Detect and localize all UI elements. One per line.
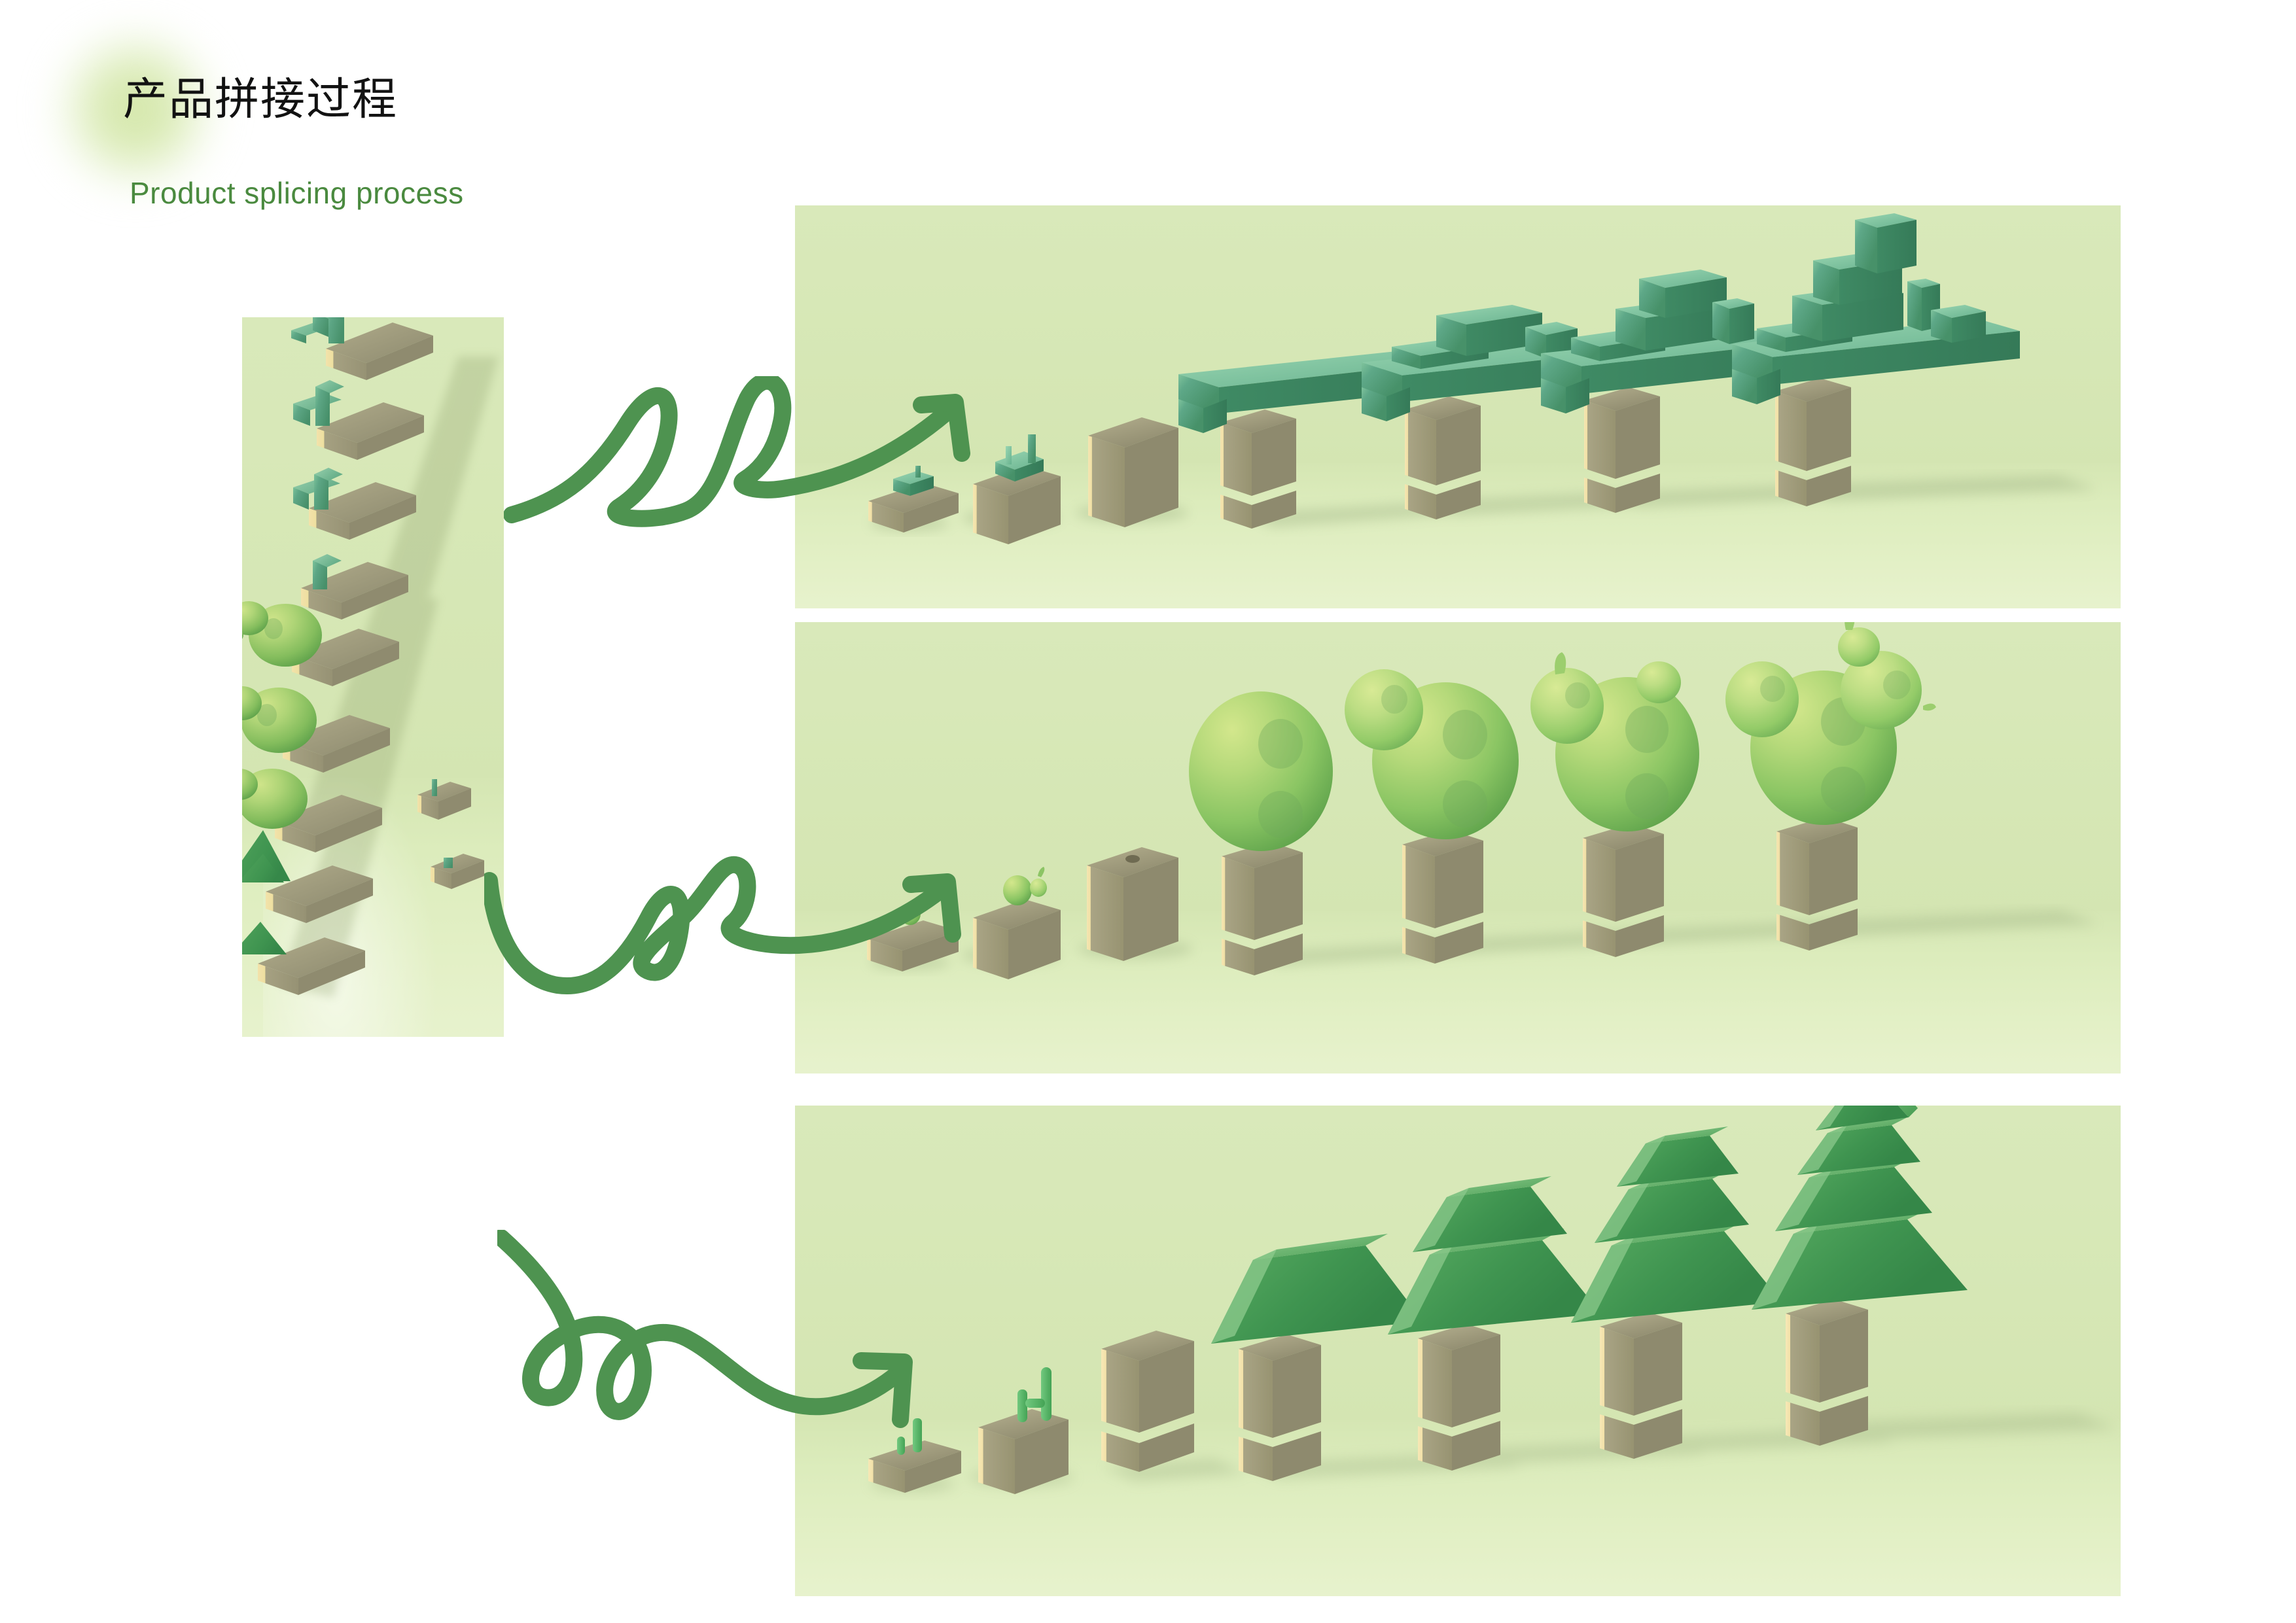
cone-step-4 bbox=[1211, 1234, 1423, 1481]
cone-step-3 bbox=[1101, 1331, 1194, 1472]
decorative-green-blob bbox=[47, 21, 224, 198]
cone-step-5 bbox=[1388, 1176, 1601, 1471]
pixel-step-3 bbox=[1088, 417, 1178, 527]
page-title: 产品拼接过程 bbox=[123, 75, 398, 124]
round-tree-sequence-panel bbox=[795, 622, 2121, 1073]
overview-models-illustration bbox=[242, 317, 499, 998]
conifer-tree-steps-illustration bbox=[868, 1106, 2117, 1494]
conifer-tree-sequence-panel bbox=[795, 1106, 2121, 1596]
pixel-step-4 bbox=[1178, 351, 1443, 529]
pixel-tree-steps-illustration bbox=[868, 213, 2097, 544]
pixel-step-6 bbox=[1541, 270, 1805, 513]
round-step-7 bbox=[1725, 622, 1936, 951]
cone-step-7 bbox=[1752, 1106, 1968, 1446]
overview-panel bbox=[242, 317, 504, 1037]
page-subtitle: Product splicing process bbox=[130, 176, 464, 210]
cone-step-1 bbox=[868, 1418, 961, 1493]
round-step-3 bbox=[1087, 847, 1178, 961]
pixel-tree-sequence-panel bbox=[795, 205, 2121, 608]
round-step-4 bbox=[1189, 691, 1333, 975]
pixel-step-5 bbox=[1362, 305, 1626, 519]
cone-step-2 bbox=[978, 1367, 1069, 1494]
round-tree-steps-illustration bbox=[867, 622, 2098, 979]
pixel-step-2 bbox=[973, 434, 1061, 544]
pixel-step-7 bbox=[1732, 213, 2020, 506]
round-step-6 bbox=[1530, 652, 1699, 957]
round-step-5 bbox=[1345, 669, 1519, 964]
round-step-2 bbox=[973, 867, 1061, 979]
cone-step-6 bbox=[1571, 1126, 1782, 1459]
